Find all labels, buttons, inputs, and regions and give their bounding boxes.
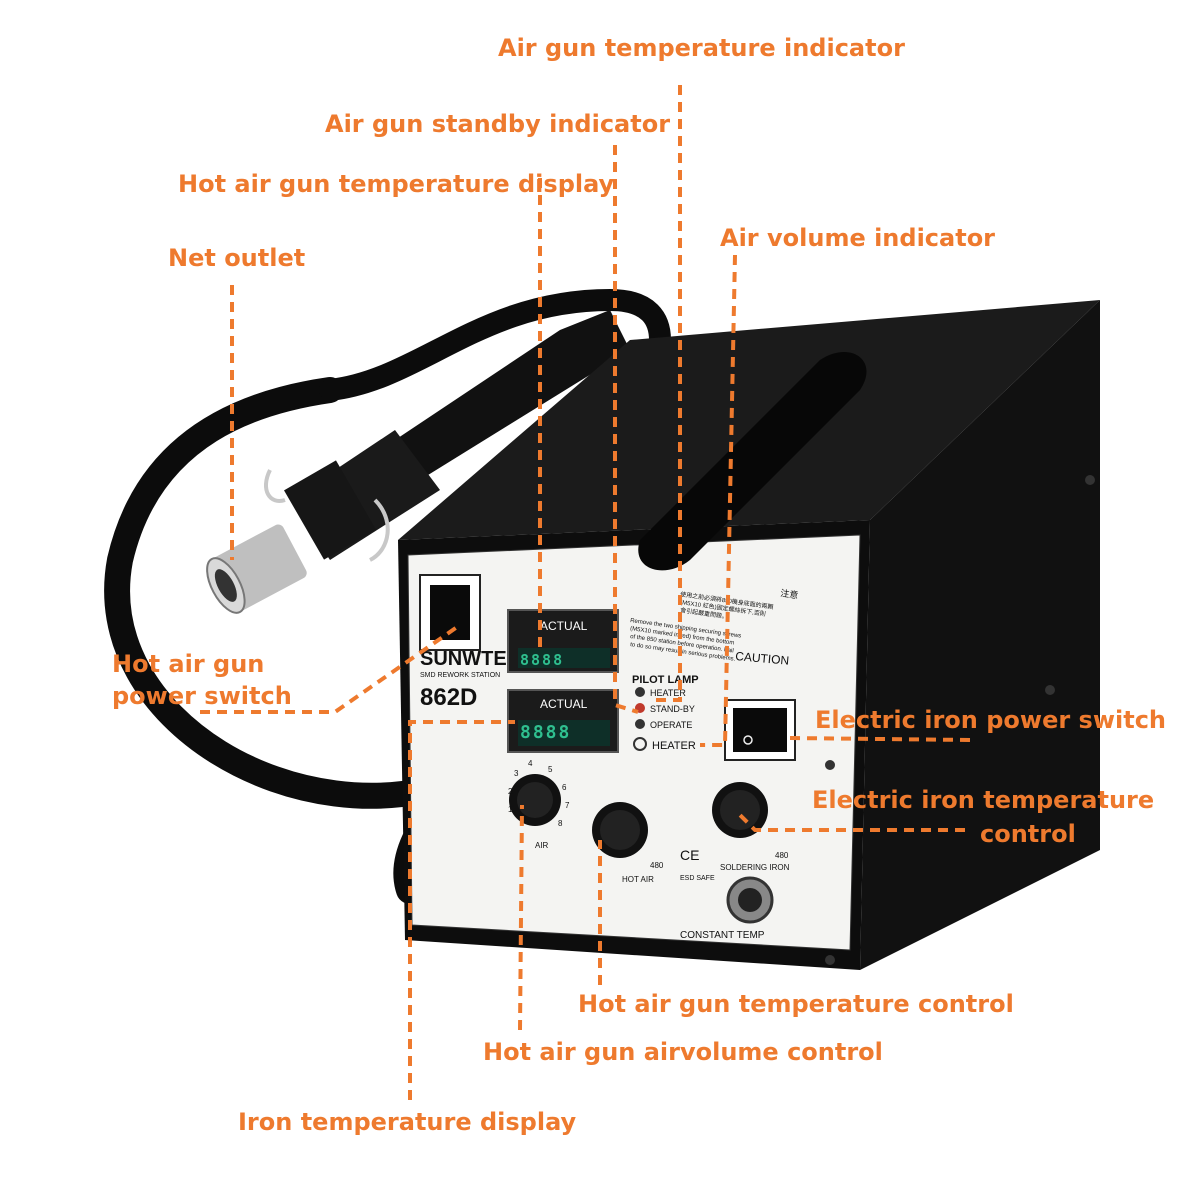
esd-mark: ESD SAFE: [680, 875, 715, 882]
caution-title: CAUTION: [735, 649, 790, 668]
leader-iron-temperature-display: [408, 720, 515, 1100]
callout-hot-air-gun-temperature-control: Hot air gun temperature control: [578, 990, 1014, 1018]
hot-air-knob-label: HOT AIR: [622, 875, 654, 884]
display-top-label: ACTUAL: [540, 619, 588, 633]
dial-number-2: 2: [508, 787, 513, 796]
callout-net-outlet: Net outlet: [168, 244, 306, 272]
dial-number-6: 6: [562, 783, 567, 792]
constant-temp: CONSTANT TEMP: [680, 930, 765, 941]
dial-number-8: 8: [558, 819, 563, 828]
brand-name: SUNWTE: [420, 648, 507, 670]
leader-air-gun-temperature-indicator: [655, 85, 682, 702]
display-bottom-label: ACTUAL: [540, 697, 588, 711]
dial-number-7: 7: [565, 801, 570, 810]
pilot-lamp-heater: HEATER: [650, 688, 686, 698]
hot-air-gun: [206, 310, 630, 614]
led-digits-bottom: 8888: [520, 722, 572, 743]
callout-hot-air-gun-airvolume-control: Hot air gun airvolume control: [483, 1038, 883, 1066]
hot-air-max: 480: [650, 861, 664, 870]
brand-subtitle: SMD REWORK STATION: [420, 672, 500, 679]
pilot-lamp-operate: OPERATE: [650, 720, 692, 730]
callout-iron-temperature-display: Iron temperature display: [238, 1108, 577, 1136]
control-knobs: [509, 774, 768, 858]
iron-power-switch: [724, 699, 796, 761]
iron-knob-label: SOLDERING IRON: [720, 863, 790, 872]
dial-number-1: 1: [508, 805, 513, 814]
led-displays: [507, 609, 619, 753]
pilot-lamp-title: PILOT LAMP: [632, 674, 699, 686]
air-knob-label: AIR: [535, 841, 549, 850]
callout-hot-air-gun-temperature-display: Hot air gun temperature display: [178, 170, 615, 198]
dial-number-5: 5: [548, 765, 553, 774]
callout-hot-air-gun-power-switch-line2: power switch: [112, 682, 292, 710]
led-digits-top: 8888: [520, 651, 565, 669]
callout-air-volume-indicator: Air volume indicator: [720, 224, 996, 252]
iron-max: 480: [775, 851, 789, 860]
callout-electric-iron-temperature-control-line1: Electric iron temperature: [812, 786, 1155, 814]
callout-hot-air-gun-power-switch-line1: Hot air gun: [112, 650, 265, 678]
leader-hot-air-gun-airvolume-control: [518, 804, 524, 1031]
iron-connector: [726, 876, 774, 924]
callout-electric-iron-temperature-control-line2: control: [980, 820, 1076, 848]
callout-electric-iron-power-switch: Electric iron power switch: [815, 706, 1167, 734]
indicator-lights: [633, 687, 647, 751]
heater-label: HEATER: [652, 740, 696, 752]
dial-number-4: 4: [528, 759, 533, 768]
hot-air-power-switch: [419, 574, 481, 651]
brand-model: 862D: [420, 684, 477, 711]
pilot-lamp-standby: STAND-BY: [650, 704, 695, 714]
chinese-title: 注意: [780, 587, 799, 600]
ce-mark: CE: [680, 847, 699, 863]
dial-number-3: 3: [514, 769, 519, 778]
leader-electric-iron-temperature-control: [738, 813, 965, 832]
callout-air-gun-standby-indicator: Air gun standby indicator: [325, 110, 671, 138]
callout-leader-lines: [200, 85, 971, 1100]
leader-electric-iron-power-switch: [789, 736, 971, 742]
callout-air-gun-temperature-indicator: Air gun temperature indicator: [498, 34, 905, 62]
